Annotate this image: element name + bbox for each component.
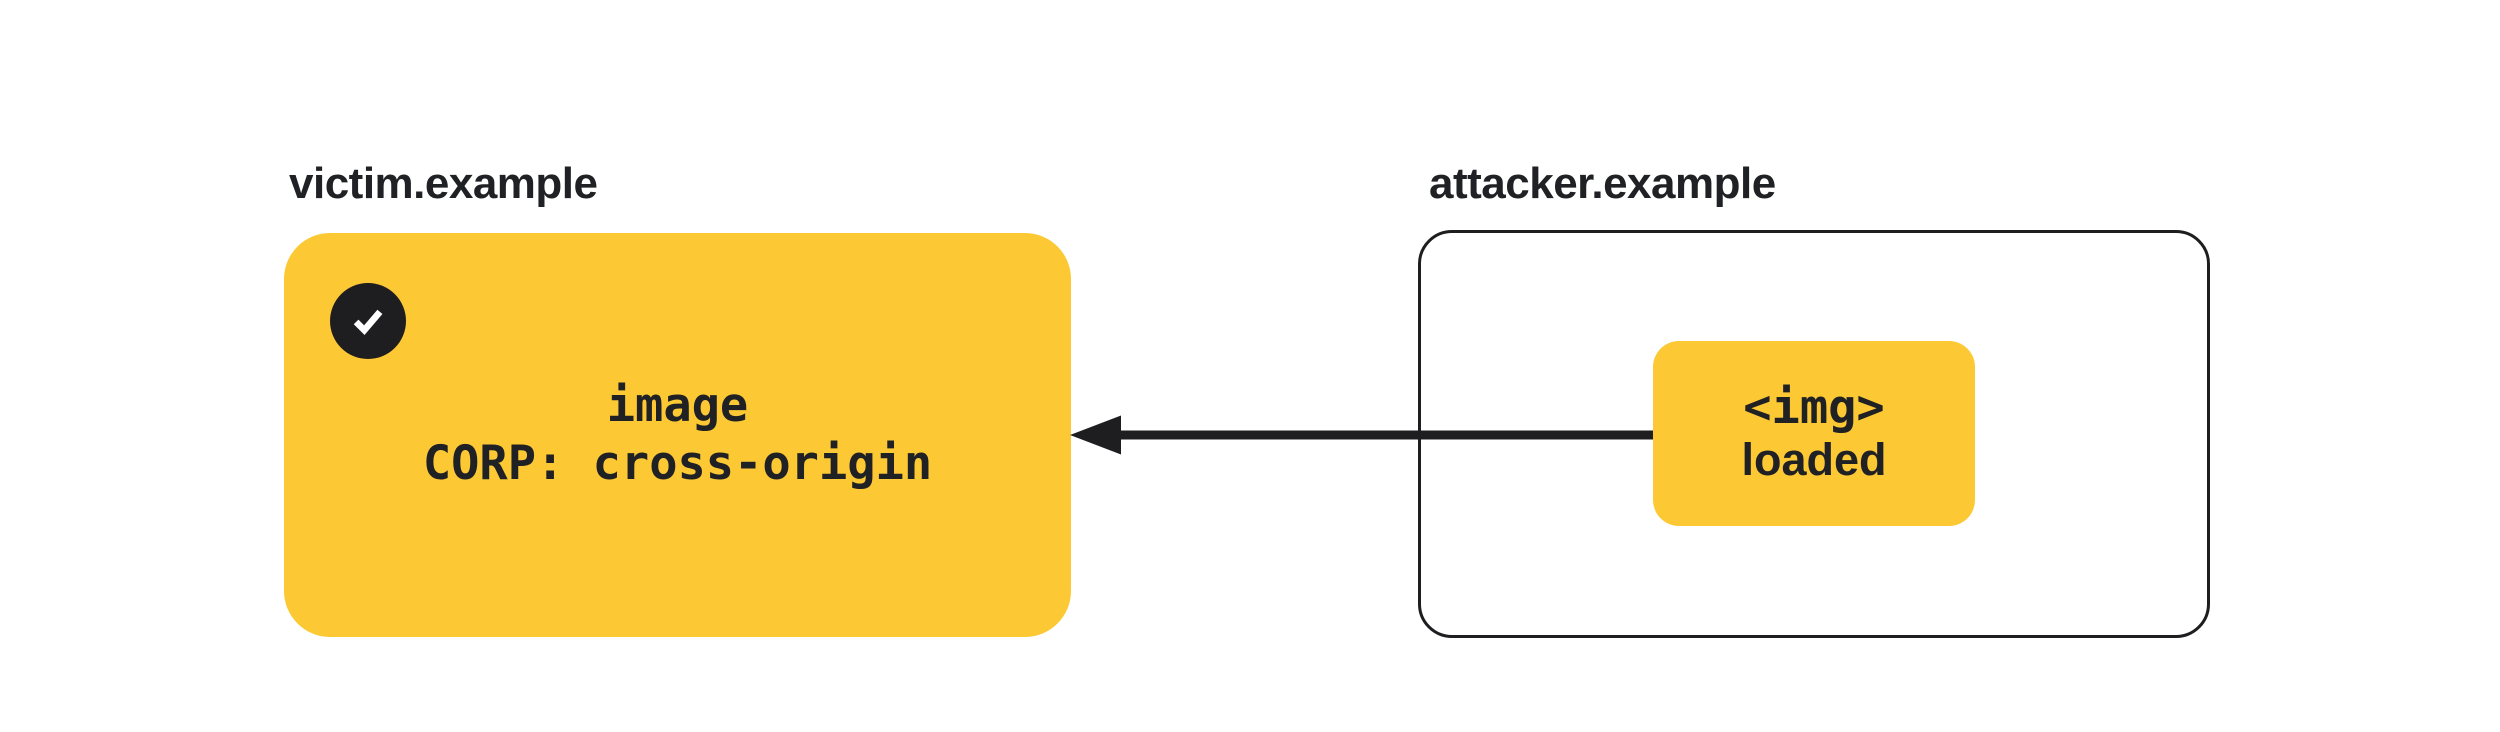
victim-resource-card: image CORP: cross-origin — [284, 233, 1071, 637]
victim-resource-type: image — [606, 378, 749, 433]
request-arrow-icon — [1070, 415, 1653, 455]
img-loaded-chip: <img> loaded — [1653, 341, 1975, 526]
check-icon — [346, 299, 390, 343]
allowed-status-badge — [330, 283, 406, 359]
img-tag-text: <img> — [1743, 379, 1885, 435]
victim-corp-header: CORP: cross-origin — [422, 436, 933, 491]
victim-domain-label: victim.example — [289, 159, 598, 208]
attacker-domain-label: attacker.example — [1429, 159, 1776, 208]
attacker-page-card: <img> loaded — [1418, 230, 2210, 638]
img-loaded-text: loaded — [1741, 433, 1887, 485]
